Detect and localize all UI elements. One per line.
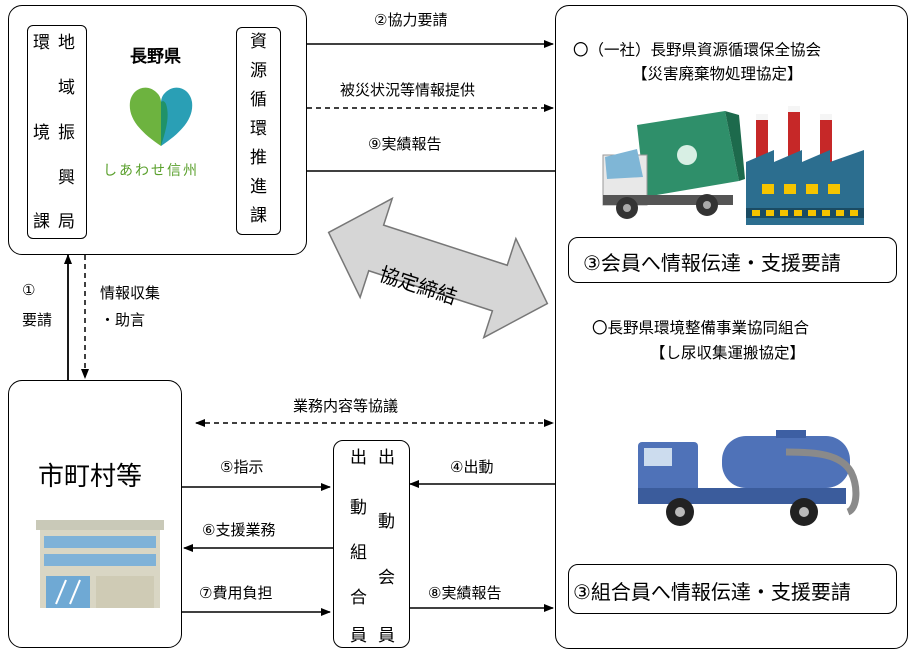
cost-burden-label: ⑦費用負担 [199, 584, 273, 602]
instruction-label: ⑤指示 [220, 458, 264, 476]
env-dept-char: 境 [33, 123, 50, 143]
dispatch-members-box [333, 440, 410, 648]
association-action: ③会員へ情報伝達・支援要請 [583, 251, 841, 275]
cooperative-name: 〇長野県環境整備事業協同組合 [592, 319, 810, 337]
cooperative-action: ③組合員へ情報伝達・支援要請 [573, 580, 851, 604]
resource-dept-char: 進 [250, 177, 267, 197]
cooperative-member-char: 合 [350, 588, 367, 608]
cooperative-member-char: 組 [350, 543, 367, 563]
shinshu-logo-icon [129, 87, 193, 146]
cooperative-member-char: 動 [350, 498, 367, 518]
association-agreement: 【災害廃棄物処理協定】 [632, 65, 803, 83]
municipal-building-icon [36, 520, 164, 608]
resource-dept-char: 資 [250, 32, 267, 52]
report-top-label: ⑨実績報告 [368, 135, 442, 153]
logo-text: しあわせ信州 [103, 163, 199, 179]
env-dept-char: 振 [58, 123, 75, 143]
association-member-char: 員 [378, 626, 395, 646]
prefecture-title: 長野県 [130, 47, 181, 67]
municipality-title: 市町村等 [38, 462, 143, 492]
support-work-label: ⑥支援業務 [202, 521, 276, 539]
association-member-char: 出 [378, 448, 395, 468]
disaster-info-label: 被災状況等情報提供 [340, 81, 476, 99]
agreement-partners-box [555, 5, 908, 649]
cooperative-member-char: 員 [350, 626, 367, 646]
info-collect-label-2: ・助言 [100, 311, 146, 329]
env-dept-char: 興 [58, 168, 75, 188]
dispatch-label: ④出動 [450, 458, 494, 476]
request-number: ① [22, 281, 36, 299]
resource-dept-char: 推 [250, 148, 267, 168]
env-dept-box [27, 25, 87, 239]
env-dept-char: 環 [33, 33, 50, 53]
env-dept-char: 地 [58, 33, 75, 53]
cooperative-agreement: 【し尿収集運搬協定】 [650, 344, 806, 362]
cooperative-member-char: 出 [350, 448, 367, 468]
consultation-label: 業務内容等協議 [293, 397, 399, 415]
factory-icon [746, 106, 864, 225]
cooperative-action-box [568, 564, 897, 614]
env-dept-char: 課 [33, 212, 50, 232]
resource-dept-char: 課 [250, 206, 267, 226]
resource-dept-char: 源 [250, 61, 267, 81]
agreement-arrow [327, 196, 549, 340]
request-label: 要請 [22, 311, 53, 329]
association-name: 〇（一社）長野県資源循環保全協会 [573, 41, 822, 59]
association-action-box [568, 237, 897, 283]
garbage-truck-icon [602, 111, 745, 219]
env-dept-char: 域 [58, 78, 75, 98]
info-collect-label: 情報収集 [100, 284, 161, 302]
resource-dept-box [236, 27, 281, 235]
env-dept-char: 局 [58, 212, 75, 232]
resource-dept-char: 環 [250, 119, 267, 139]
tanker-truck-icon [638, 430, 860, 526]
association-member-char: 動 [378, 512, 395, 532]
report-bottom-label: ⑧実績報告 [428, 584, 502, 602]
cooperation-request-label: ②協力要請 [374, 11, 448, 29]
resource-dept-char: 循 [250, 90, 267, 110]
association-member-char: 会 [378, 568, 395, 588]
